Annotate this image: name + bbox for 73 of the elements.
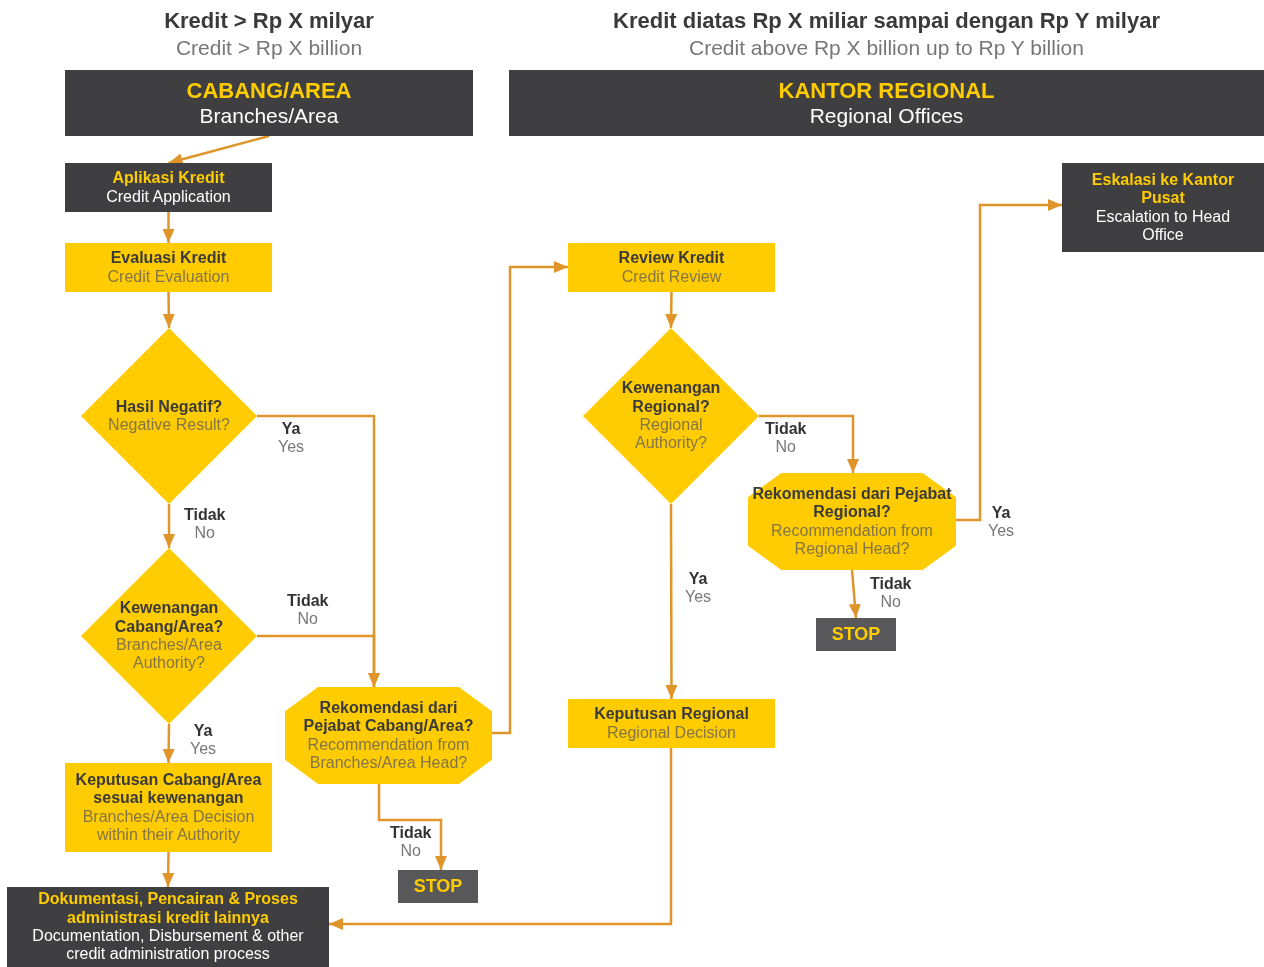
node-title: CABANG/AREA — [185, 78, 353, 104]
column-header — [65, 70, 473, 136]
edge-label: Tidak No — [390, 824, 432, 861]
arrow — [665, 292, 678, 328]
node-title: Hasil Negatif? — [114, 397, 224, 416]
edge-label: Tidak No — [765, 420, 807, 457]
arrow — [163, 504, 175, 548]
edge-label: Ya Yes — [988, 504, 1015, 541]
node-subtitle: Branches/Area Decision within their Authority — [81, 807, 256, 845]
node-title: Evaluasi Kredit — [109, 249, 228, 268]
node-subtitle: Regional Authority? — [633, 416, 708, 453]
node-title: STOP — [830, 624, 882, 645]
node-subtitle: Credit Review — [620, 267, 723, 286]
decision-diamond — [81, 548, 257, 724]
decision-octagon — [748, 473, 956, 570]
arrow — [848, 569, 861, 619]
node-subtitle: Recommendation from Branches/Area Head? — [306, 735, 471, 773]
process-box — [568, 699, 775, 748]
node-title: Aplikasi Kredit — [111, 169, 226, 188]
column-header — [509, 70, 1264, 136]
process-box — [568, 243, 775, 292]
stop-box — [398, 870, 478, 903]
arrow — [377, 784, 447, 870]
column-subheading: Credit > Rp X billion — [175, 36, 363, 60]
process-box — [7, 887, 329, 967]
node-title: STOP — [412, 876, 464, 897]
decision-diamond — [81, 328, 257, 504]
arrow — [759, 414, 859, 473]
arrow — [168, 134, 270, 166]
node-subtitle: Credit Application — [105, 187, 232, 206]
node-subtitle: Recommendation from Regional Head? — [770, 521, 934, 559]
edge-label: Ya Yes — [190, 722, 217, 759]
edge-label: Tidak No — [287, 592, 329, 629]
node-subtitle: Regional Decision — [606, 723, 737, 742]
arrow — [162, 852, 175, 887]
node-subtitle: Regional Offices — [808, 103, 965, 128]
arrow — [162, 212, 175, 243]
node-title: Dokumentasi, Pencairan & Proses administrasi kredit lainnya — [37, 890, 299, 927]
process-box — [65, 163, 272, 212]
column-heading: Kredit diatas Rp X miliar sampai dengan Rp Y milyar — [613, 8, 1160, 34]
node-title: Kewenangan Cabang/Area? — [113, 599, 225, 636]
node-subtitle: Branches/Area Authority? — [115, 636, 223, 673]
node-title: KANTOR REGIONAL — [777, 78, 996, 104]
node-title: Review Kredit — [617, 249, 726, 268]
node-title: Keputusan Cabang/Area sesuai kewenangan — [74, 770, 263, 808]
node-title: Rekomendasi dari Pejabat Regional? — [752, 484, 952, 522]
node-subtitle: Branches/Area — [198, 103, 340, 128]
arrow — [162, 724, 175, 763]
arrow — [329, 748, 673, 930]
edge-label: Tidak No — [184, 506, 226, 543]
column-heading: Kredit > Rp X milyar — [164, 8, 374, 34]
edge-label: Tidak No — [870, 575, 912, 612]
node-subtitle: Escalation to Head Office — [1094, 207, 1232, 245]
node-subtitle: Negative Result? — [107, 416, 231, 435]
arrow — [162, 292, 175, 328]
arrow — [257, 634, 380, 687]
process-box — [65, 763, 272, 852]
arrow — [492, 261, 568, 735]
edge-label: Ya Yes — [278, 420, 305, 457]
stop-box — [816, 618, 896, 651]
node-title: Keputusan Regional — [593, 705, 750, 724]
node-subtitle: Documentation, Disbursement & other credit administration process — [31, 927, 305, 964]
node-subtitle: Credit Evaluation — [106, 267, 231, 286]
column-subheading: Credit above Rp X billion up to Rp Y billion — [689, 36, 1084, 60]
arrow — [665, 504, 678, 699]
edge-label: Ya Yes — [685, 570, 712, 607]
node-title: Eskalasi ke Kantor Pusat — [1090, 170, 1236, 208]
node-title: Kewenangan Regional? — [620, 379, 722, 416]
process-box — [65, 243, 272, 292]
arrow — [956, 199, 1062, 522]
decision-octagon — [285, 687, 492, 784]
node-title: Rekomendasi dari Pejabat Cabang/Area? — [302, 698, 475, 736]
process-box — [1062, 163, 1264, 252]
